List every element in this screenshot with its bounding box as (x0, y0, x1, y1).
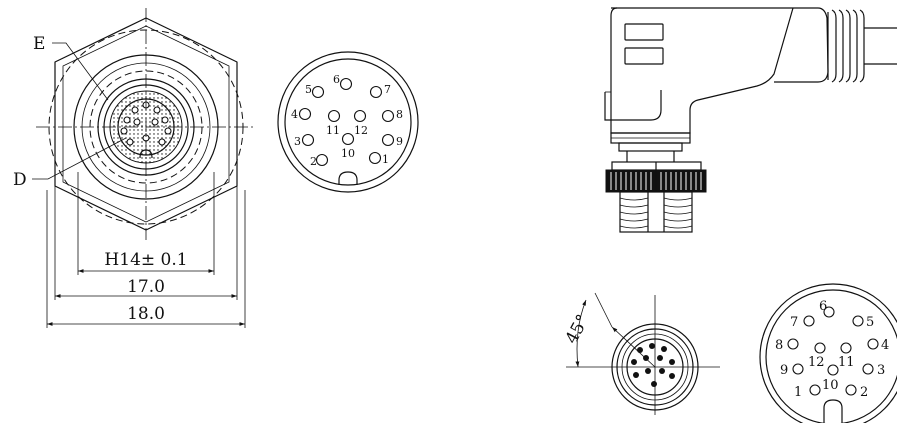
angle-label: 45° (562, 311, 594, 347)
callout-d-label: D (13, 170, 27, 190)
female-pin-6-label: 6 (333, 73, 340, 86)
front-centerlines (36, 8, 256, 240)
male-pin-4-label: 4 (881, 338, 889, 353)
dimension-middle-label: 17.0 (127, 277, 165, 297)
female-pin-7-label: 7 (384, 83, 391, 96)
female-pin-5-label: 5 (305, 83, 312, 96)
dimension-lines (47, 269, 245, 326)
female-pin-8-label: 8 (396, 108, 403, 121)
male-pin-11-label: 11 (838, 355, 855, 370)
male-pin-6-label: 6 (819, 299, 827, 314)
male-pin-5-label: 5 (866, 315, 874, 330)
right-angle-connector-side-view (604, 7, 897, 233)
female-pin-3-label: 3 (294, 135, 301, 148)
end-view: 45° (562, 292, 720, 415)
pin-face-female: 1 2 3 4 5 6 7 8 9 10 11 12 (277, 51, 419, 193)
male-pin-9-label: 9 (780, 363, 788, 378)
male-pin-3-label: 3 (877, 363, 885, 378)
extension-lines (46, 172, 246, 328)
dimension-inner-label: H14± 0.1 (104, 250, 187, 270)
pin-face-male: 1 2 3 4 5 6 7 8 9 10 11 12 (759, 283, 897, 423)
callout-e-leader (52, 42, 109, 101)
dimension-outer-label: 18.0 (127, 304, 165, 324)
female-pin-12-label: 12 (354, 124, 368, 137)
front-hex-view: H14± 0.1 17.0 18.0 E D (13, 8, 256, 328)
female-pin-10-label: 10 (341, 147, 355, 160)
male-pin-2-label: 2 (860, 385, 868, 400)
female-pin-1-label: 1 (382, 153, 389, 166)
callout-d-leader (32, 137, 127, 180)
male-pin-1-label: 1 (794, 385, 802, 400)
male-pin-7-label: 7 (790, 315, 798, 330)
male-pin-12-label: 12 (808, 355, 825, 370)
male-pin-8-label: 8 (775, 338, 783, 353)
female-pin-2-label: 2 (310, 155, 317, 168)
male-pin-10-label: 10 (822, 378, 839, 393)
front-pin-holes (120, 101, 172, 159)
female-pin-4-label: 4 (291, 108, 298, 121)
callout-e-label: E (33, 34, 45, 54)
female-pin-9-label: 9 (396, 135, 403, 148)
female-pin-11-label: 11 (326, 124, 340, 137)
